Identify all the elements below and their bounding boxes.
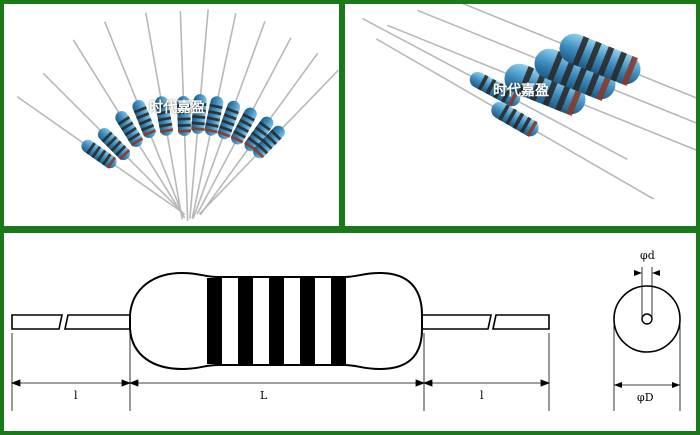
band-2 bbox=[238, 278, 253, 364]
color-bands bbox=[207, 278, 346, 364]
resistor-fan-illustration bbox=[16, 9, 339, 221]
band-5 bbox=[331, 278, 346, 364]
fan-resistor-4 bbox=[103, 21, 185, 217]
fan-resistor-6 bbox=[177, 11, 192, 221]
fan-resistor-11 bbox=[199, 52, 319, 216]
fan-resistor-2 bbox=[42, 72, 186, 216]
band-3 bbox=[269, 278, 284, 364]
resistor-sizes-illustration bbox=[362, 4, 696, 200]
body-diameter-label: φD bbox=[637, 391, 654, 404]
fan-resistor-9 bbox=[192, 21, 266, 219]
dimension-drawing-svg: l L l φd φD bbox=[10, 249, 681, 411]
fan-resistor-10 bbox=[196, 37, 292, 215]
fan-resistor-3 bbox=[72, 39, 186, 219]
fan-resistor-7 bbox=[189, 9, 209, 219]
lead-diameter-label: φd bbox=[640, 249, 655, 262]
lead-end-circle bbox=[641, 313, 653, 325]
band-1 bbox=[207, 278, 222, 364]
size-resistor-large-3 bbox=[442, 4, 696, 124]
resistor-sizes-photo: 时代嘉盈 bbox=[345, 4, 696, 226]
size-resistor-large-1 bbox=[387, 24, 696, 154]
fan-resistor-8 bbox=[191, 13, 237, 219]
fan-resistor-12 bbox=[198, 69, 339, 215]
band-4 bbox=[300, 278, 315, 364]
lead-length-left-label: l bbox=[74, 389, 78, 402]
fan-resistor-1 bbox=[16, 95, 182, 213]
watermark-left: 时代嘉盈 bbox=[149, 100, 205, 116]
watermark-right: 时代嘉盈 bbox=[493, 83, 549, 99]
resistor-fan-photo: 时代嘉盈 bbox=[4, 4, 339, 226]
size-resistor-small-1 bbox=[362, 17, 628, 161]
left-lead bbox=[11, 314, 133, 330]
right-lead bbox=[419, 314, 550, 330]
body-length-label: L bbox=[260, 389, 268, 402]
dimension-lines bbox=[10, 379, 551, 387]
fan-resistor-5 bbox=[144, 12, 184, 220]
dimension-drawing: l L l φd φD bbox=[4, 233, 696, 431]
resistor-fan-group bbox=[16, 9, 339, 221]
extension-lines bbox=[11, 333, 550, 411]
end-view bbox=[613, 267, 681, 411]
size-resistor-small-2 bbox=[376, 38, 654, 200]
lead-length-right-label: l bbox=[480, 389, 484, 402]
size-resistor-large-2 bbox=[417, 9, 696, 139]
resistor-sizes-group bbox=[362, 4, 696, 200]
